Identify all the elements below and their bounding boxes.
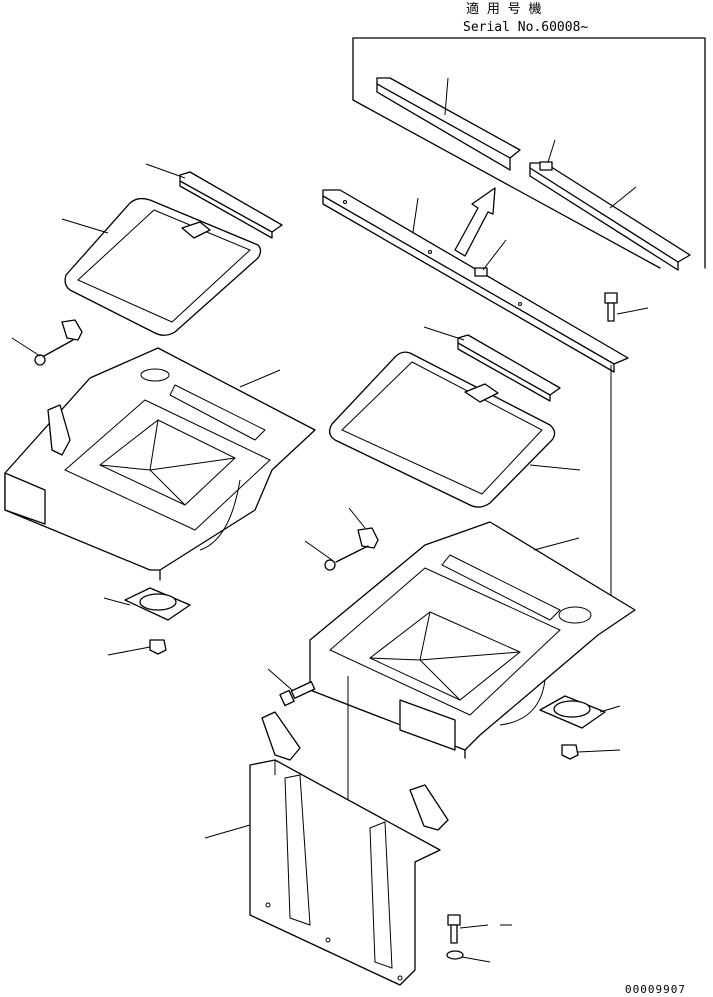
inset-rail-right: [529, 139, 691, 271]
left-clip-pin: [11, 319, 83, 366]
upgrade-arrow: [454, 187, 496, 257]
drawing-number: 00009907: [625, 983, 686, 996]
inset-rail-left: [376, 77, 521, 171]
serial-number-label: Serial No.60008~: [463, 20, 588, 35]
bolt-top-right: [604, 292, 649, 600]
center-rail: [322, 189, 629, 373]
left-rubber-mount: [103, 587, 191, 656]
serial-inset-box: [352, 37, 706, 269]
left-tray: [4, 347, 316, 581]
right-tray: [309, 521, 636, 759]
left-lid: [61, 197, 262, 336]
right-lid: [328, 351, 581, 508]
side-bolt: [267, 668, 349, 800]
applicable-model-label: 適 用 号 機: [466, 1, 541, 17]
lower-bracket-panel: [204, 711, 449, 986]
bottom-bolt: [446, 914, 512, 963]
right-clip-pin: [304, 507, 379, 571]
left-hinge-strip: [145, 163, 283, 239]
right-rubber-mount: [539, 695, 621, 760]
right-hinge-strip: [423, 326, 561, 402]
